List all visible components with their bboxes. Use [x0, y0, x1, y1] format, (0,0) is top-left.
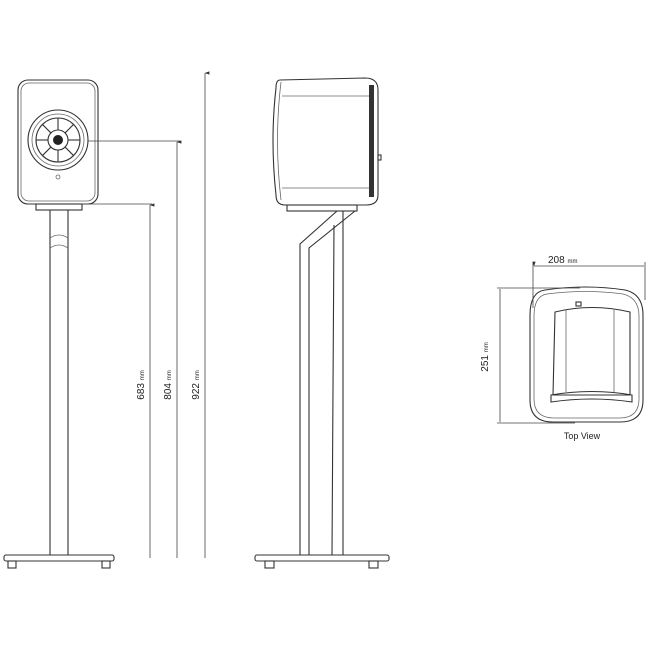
- dim-683: 683 mm: [136, 370, 147, 399]
- front-view: [3, 79, 115, 569]
- height-dimensions: 683 mm 804 mm 922 mm: [82, 71, 210, 558]
- dim-251: 251 mm: [480, 342, 491, 371]
- top-view: 208 mm 251 mm Top View: [480, 255, 646, 441]
- dim-804: 804 mm: [163, 370, 174, 399]
- driver-icon: [27, 109, 89, 171]
- driver-spoke: [64, 124, 74, 134]
- driver-spoke: [42, 124, 52, 134]
- driver-spoke: [42, 146, 52, 156]
- driver-spoke: [64, 146, 74, 156]
- side-view: [254, 77, 390, 569]
- top-view-label: Top View: [564, 431, 601, 441]
- dim-922: 922 mm: [191, 370, 202, 399]
- dim-208: 208 mm: [548, 255, 577, 266]
